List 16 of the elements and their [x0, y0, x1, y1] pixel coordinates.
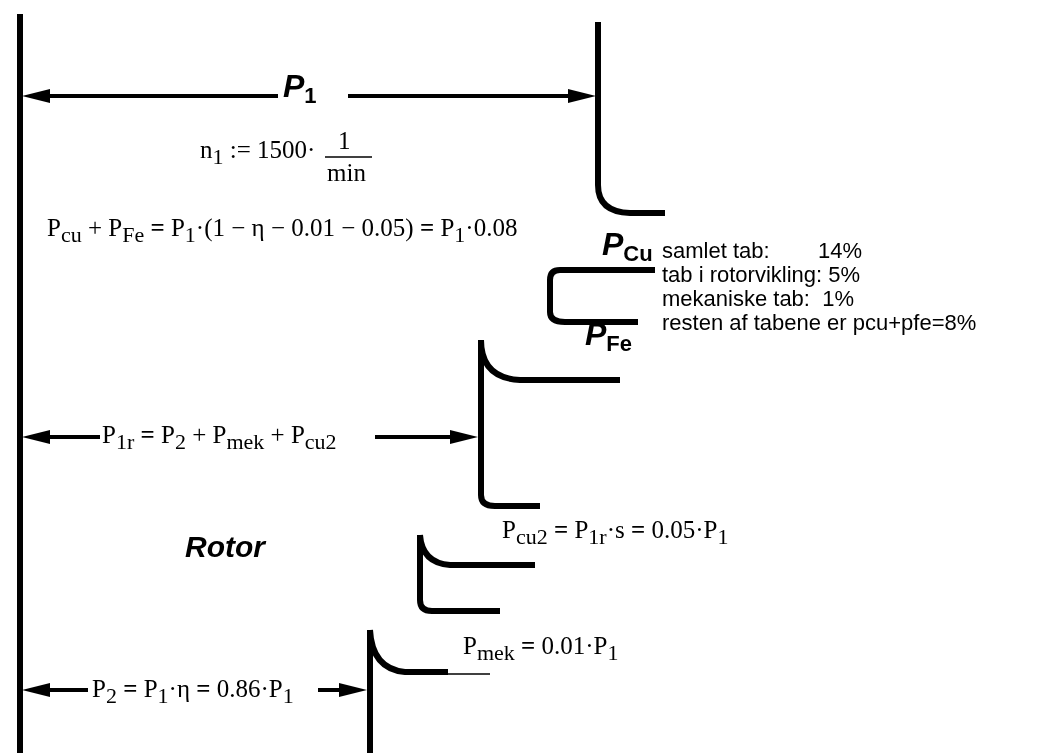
formula: P$_{1r}$ = P$_{2}$ + P$_{mek}$ + P$_{cu2}$	[102, 422, 337, 447]
note-text: resten af tabene er pcu+pfe=8%	[662, 312, 977, 334]
formula: P$_{cu2}$ = P$_{1r}$·s = 0.05·P$_{1}$	[502, 517, 729, 542]
formula: n$_{1}$ := 1500·	[200, 137, 316, 162]
formula: P$_{mek}$ = 0.01·P$_{1}$	[463, 633, 619, 658]
fraction-denominator: min	[327, 160, 366, 185]
formula: P$_{cu}$ + P$_{Fe}$ = P$_{1}$·(1 − η − 0.01 − 0.05) = P$_{1}$·0.08	[47, 215, 518, 240]
fraction-numerator: 1	[338, 128, 351, 153]
formula: P$_{2}$ = P$_{1}$·η = 0.86·P$_{1}$	[92, 676, 294, 701]
symbol-label: P$_{1}$	[283, 70, 317, 102]
note-text: samlet tab:	[662, 240, 770, 262]
symbol-label: P$_{Cu}$	[602, 228, 653, 260]
note-text: tab i rotorvikling: 5%	[662, 264, 861, 286]
note-text: 14%	[818, 240, 863, 262]
rotor-label: Rotor	[185, 532, 265, 562]
note-text: mekaniske tab: 1%	[662, 288, 854, 310]
